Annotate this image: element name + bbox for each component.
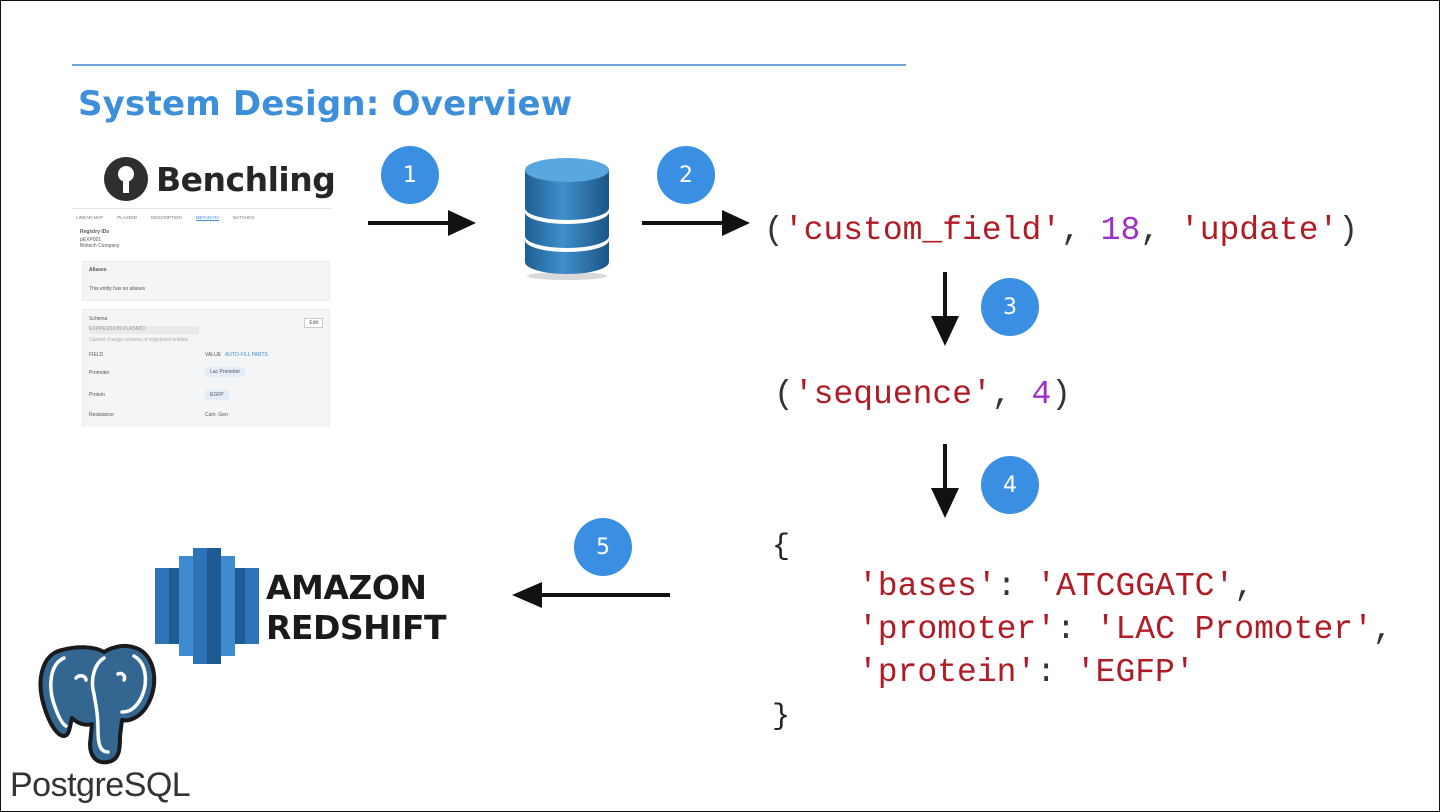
schema-select[interactable]: EXPRESSION PLASMID xyxy=(89,326,199,334)
tab-plasmid[interactable]: PLASMID xyxy=(117,215,138,220)
schema-note: Cannot change schema of registered entit… xyxy=(89,337,189,343)
dict-close-brace: } xyxy=(772,700,791,734)
field-promoter: Promoter xyxy=(89,370,110,376)
step-1-badge: 1 xyxy=(381,146,439,204)
aliases-section: Aliases This entity has no aliases xyxy=(82,261,330,301)
field-protein: Protein xyxy=(89,392,105,398)
benchling-screenshot: LINEAR MAP PLASMID DESCRIPTION METADATA … xyxy=(72,208,332,427)
value-promoter[interactable]: Lac Promoter xyxy=(205,367,246,377)
dict-open-brace: { xyxy=(772,530,791,564)
benchling-wordmark: Benchling xyxy=(156,160,336,199)
redshift-line-1: AMAZON xyxy=(266,568,427,607)
field-column-header: FIELD xyxy=(89,352,104,358)
schema-label: Schema xyxy=(89,316,108,322)
value-column-header: VALUE xyxy=(205,352,222,358)
field-resistance: Resistance xyxy=(89,412,114,418)
arrow-left-icon xyxy=(512,582,670,608)
tab-linear-map[interactable]: LINEAR MAP xyxy=(76,215,104,220)
value-protein[interactable]: EGFP xyxy=(205,390,229,400)
step-5-badge: 5 xyxy=(574,518,632,576)
redshift-line-2: REDSHIFT xyxy=(266,608,447,647)
step-2-badge: 2 xyxy=(657,146,715,204)
dict-entry: 'protein': 'EGFP' xyxy=(858,654,1195,691)
value-resistance: Cam, Gen xyxy=(205,412,228,418)
autofill-link[interactable]: AUTO-FILL PARTS xyxy=(225,352,268,358)
amazon-redshift-logo-icon xyxy=(155,548,259,664)
postgresql-elephant-icon xyxy=(38,643,157,765)
benchling-logo-icon xyxy=(104,157,148,201)
step-4-badge: 4 xyxy=(981,456,1039,514)
database-icon xyxy=(525,158,609,280)
entity-tuple: ('sequence', 4) xyxy=(774,376,1072,413)
arrow-down-icon xyxy=(931,272,959,346)
benchling-tabs: LINEAR MAP PLASMID DESCRIPTION METADATA … xyxy=(76,215,254,221)
schema-section: Schema Edit EXPRESSION PLASMID Cannot ch… xyxy=(82,309,330,427)
header-rule xyxy=(72,64,906,66)
registry-label: Registry IDs xyxy=(80,229,110,235)
tab-metadata[interactable]: METADATA xyxy=(195,215,220,221)
registry-id: pEXP001 xyxy=(80,237,102,243)
arrow-right-icon xyxy=(368,210,476,236)
postgresql-wordmark: PostgreSQL xyxy=(10,766,191,804)
aliases-empty: This entity has no aliases xyxy=(89,286,146,292)
edit-button[interactable]: Edit xyxy=(304,318,323,328)
dict-entry: 'bases': 'ATCGGATC', xyxy=(858,568,1255,605)
aliases-label: Aliases xyxy=(89,267,107,273)
arrow-down-icon xyxy=(931,444,959,518)
event-tuple: ('custom_field', 18, 'update') xyxy=(764,212,1359,249)
tab-batches[interactable]: BATCHES xyxy=(233,215,255,220)
company-name: Biotech Company xyxy=(80,243,120,249)
arrow-right-icon xyxy=(642,210,750,236)
step-3-badge: 3 xyxy=(981,278,1039,336)
tab-description[interactable]: DESCRIPTION xyxy=(151,215,182,220)
slide-title: System Design: Overview xyxy=(78,84,573,124)
dict-entry: 'promoter': 'LAC Promoter', xyxy=(858,611,1393,648)
amazon-redshift-wordmark: AMAZON REDSHIFT xyxy=(266,568,447,648)
